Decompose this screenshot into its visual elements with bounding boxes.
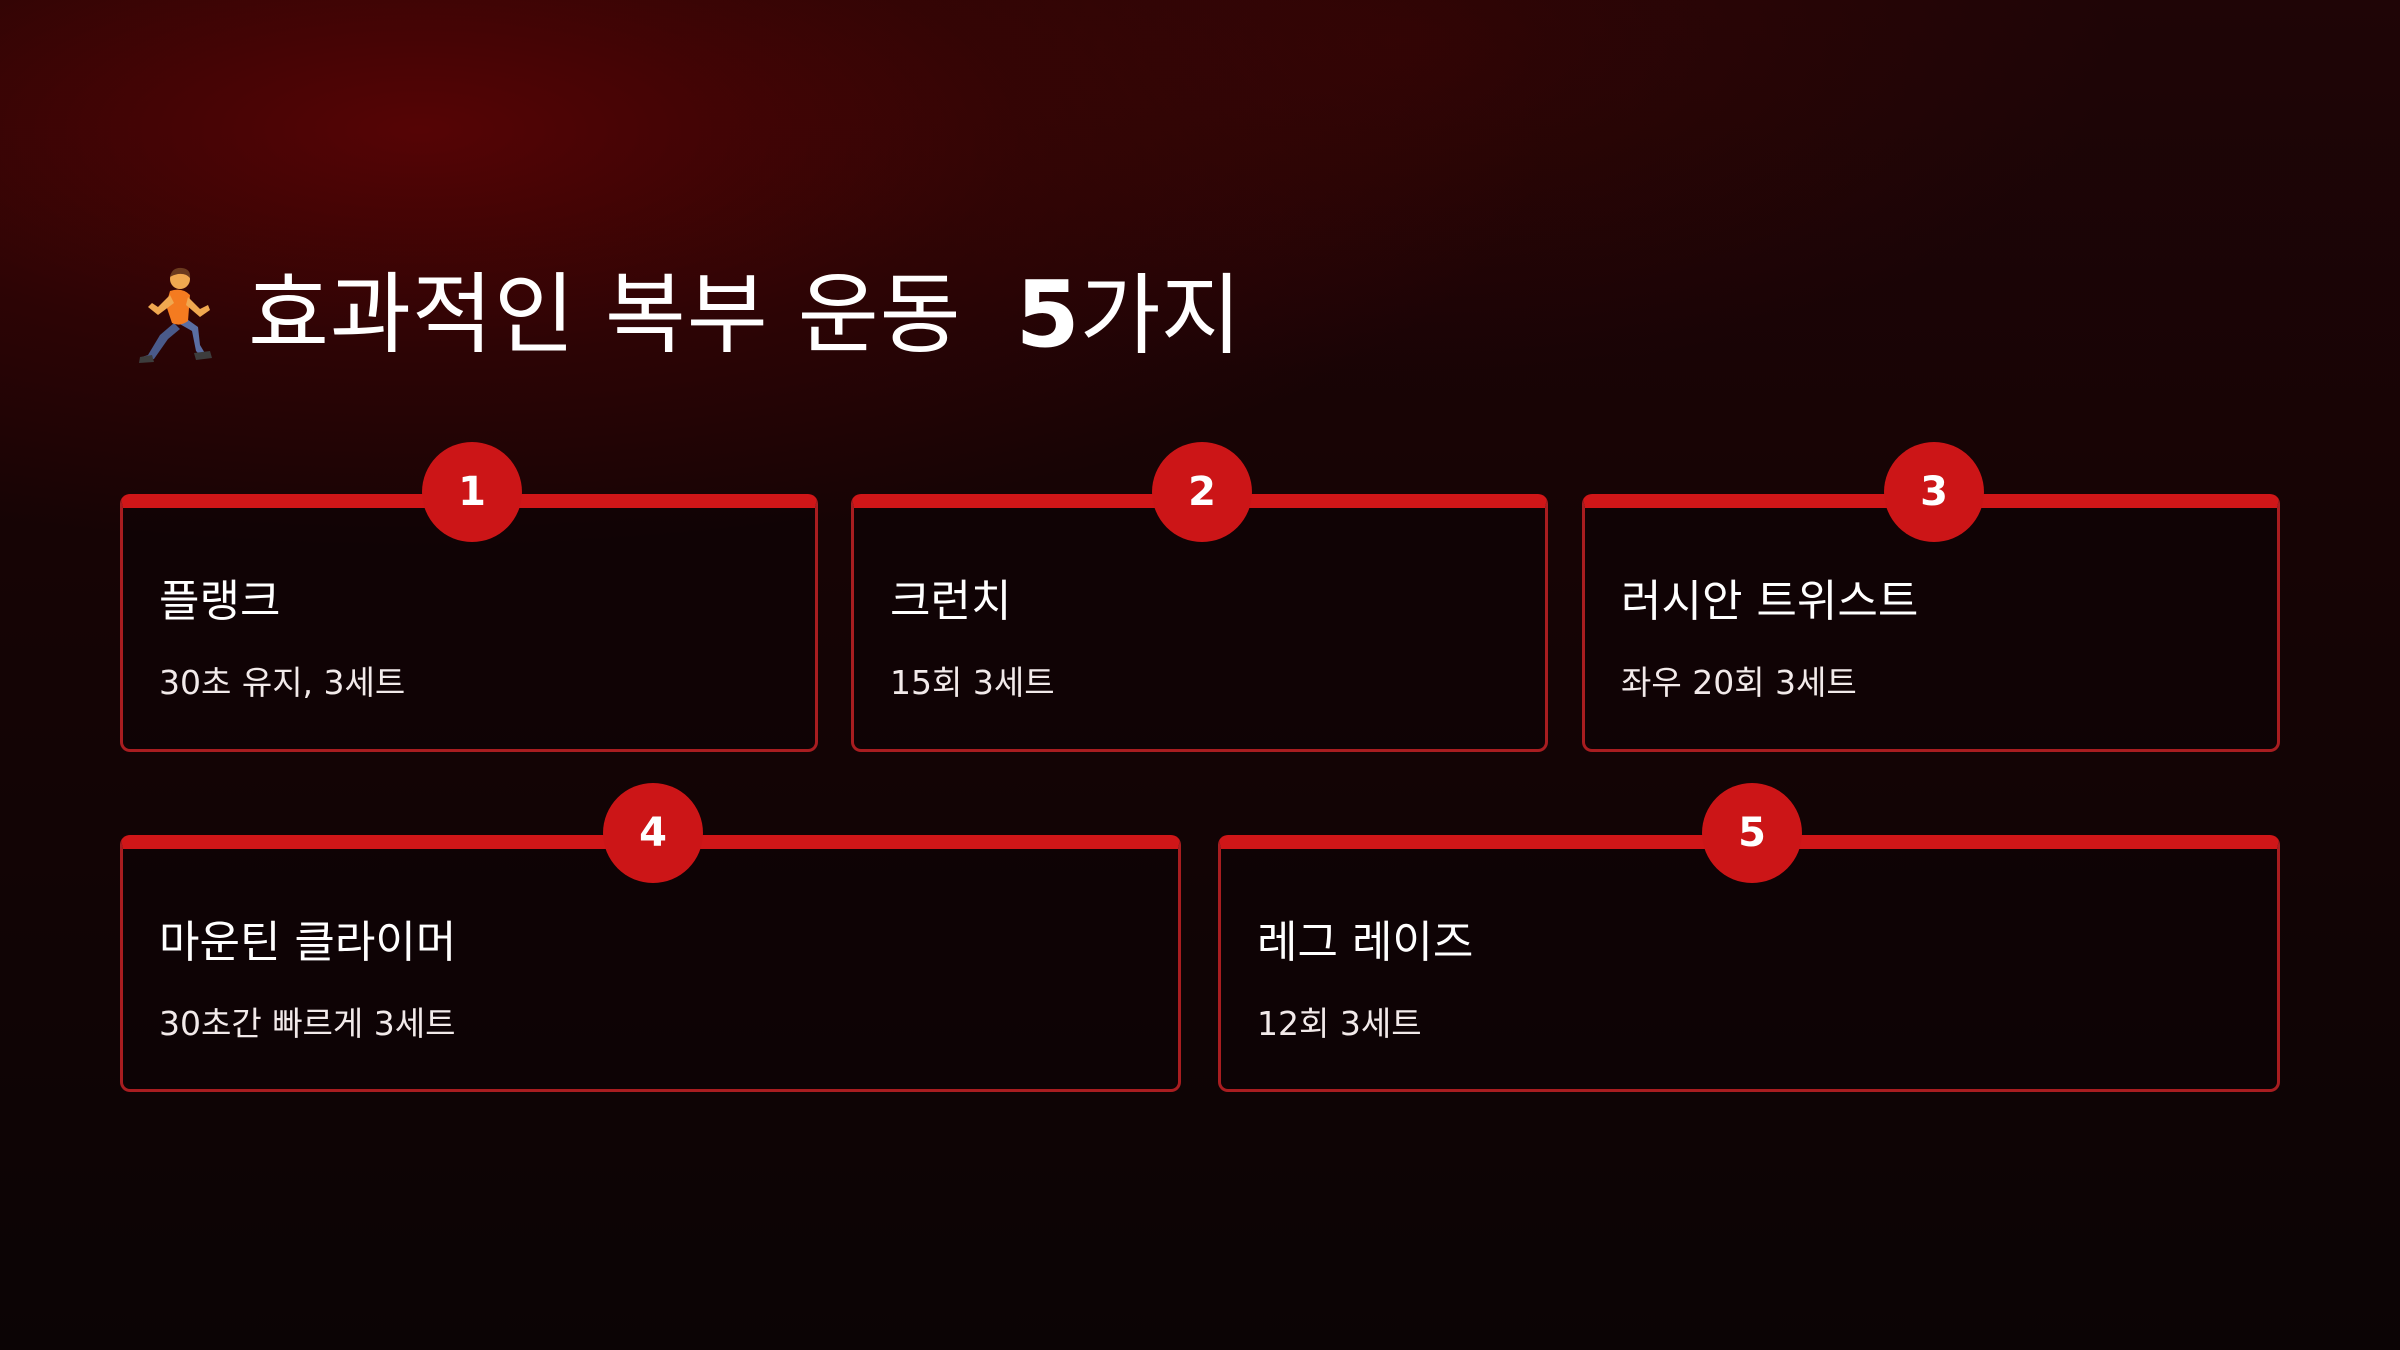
exercise-number-badge: 2: [1152, 442, 1252, 542]
exercise-card-1: 1 플랭크 30초 유지, 3세트: [120, 442, 818, 752]
title-text: 효과적인 복부 운동: [248, 263, 962, 366]
person-running-icon: [139, 267, 212, 363]
exercise-number-badge: 3: [1884, 442, 1984, 542]
exercise-detail: 30초간 빠르게 3세트: [159, 1004, 456, 1043]
exercise-name: 크런치: [890, 576, 1012, 627]
exercise-detail: 12회 3세트: [1257, 1004, 1422, 1043]
title-suffix: 가지: [1079, 264, 1242, 367]
exercise-name: 레그 레이즈: [1257, 917, 1474, 968]
exercise-card-2: 2 크런치 15회 3세트: [851, 442, 1548, 752]
exercise-number-badge: 1: [422, 442, 522, 542]
slide-title: 효과적인 복부 운동 5 가지: [130, 250, 1242, 380]
exercise-detail: 15회 3세트: [890, 663, 1055, 702]
exercise-name: 플랭크: [159, 576, 281, 627]
exercise-number-badge: 4: [603, 783, 703, 883]
exercise-card-4: 4 마운틴 클라이머 30초간 빠르게 3세트: [120, 783, 1181, 1092]
exercise-name: 러시안 트위스트: [1621, 576, 1919, 627]
exercise-detail: 30초 유지, 3세트: [159, 663, 406, 702]
exercise-name: 마운틴 클라이머: [159, 917, 457, 968]
exercise-detail: 좌우 20회 3세트: [1621, 663, 1857, 702]
exercise-card-3: 3 러시안 트위스트 좌우 20회 3세트: [1582, 442, 2280, 752]
title-number: 5: [1015, 261, 1080, 368]
exercise-number-badge: 5: [1702, 783, 1802, 883]
exercise-card-5: 5 레그 레이즈 12회 3세트: [1218, 783, 2280, 1092]
